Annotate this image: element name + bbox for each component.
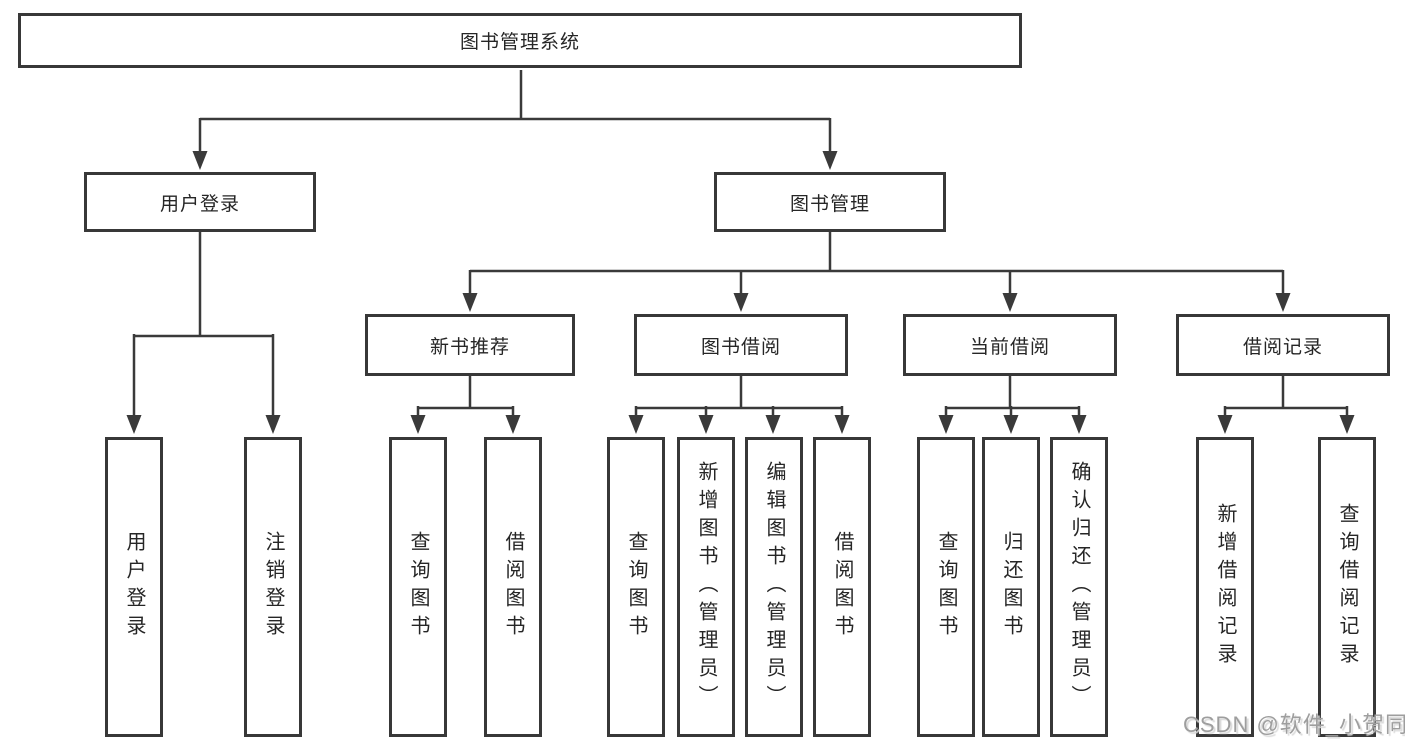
node-borrow-records: 借阅记录 <box>1176 314 1390 376</box>
node-user-login: 用户登录 <box>84 172 316 232</box>
leaf-logout: 注销登录 <box>244 437 302 737</box>
leaf-edit-books-admin: 编辑图书（管理员） <box>745 437 803 737</box>
node-current-borrow: 当前借阅 <box>903 314 1117 376</box>
node-new-book-recommend: 新书推荐 <box>365 314 575 376</box>
node-book-borrow: 图书借阅 <box>634 314 848 376</box>
leaf-return-books: 归还图书 <box>982 437 1040 737</box>
csdn-watermark: CSDN @软件_小贺同学 <box>1183 712 1405 737</box>
leaf-query-books-recommend: 查询图书 <box>389 437 447 737</box>
arrowheads <box>126 151 1355 434</box>
node-book-management: 图书管理 <box>714 172 946 232</box>
leaf-borrow-books: 借阅图书 <box>813 437 871 737</box>
leaf-query-borrow-record: 查询借阅记录 <box>1318 437 1376 737</box>
leaf-add-books-admin: 新增图书（管理员） <box>677 437 735 737</box>
leaf-add-borrow-record: 新增借阅记录 <box>1196 437 1254 737</box>
leaf-user-login: 用户登录 <box>105 437 163 737</box>
leaf-confirm-return-admin: 确认归还（管理员） <box>1050 437 1108 737</box>
leaf-borrow-books-recommend: 借阅图书 <box>484 437 542 737</box>
node-library-management-system: 图书管理系统 <box>18 13 1022 68</box>
leaf-query-books-borrow: 查询图书 <box>607 437 665 737</box>
leaf-query-books-current: 查询图书 <box>917 437 975 737</box>
